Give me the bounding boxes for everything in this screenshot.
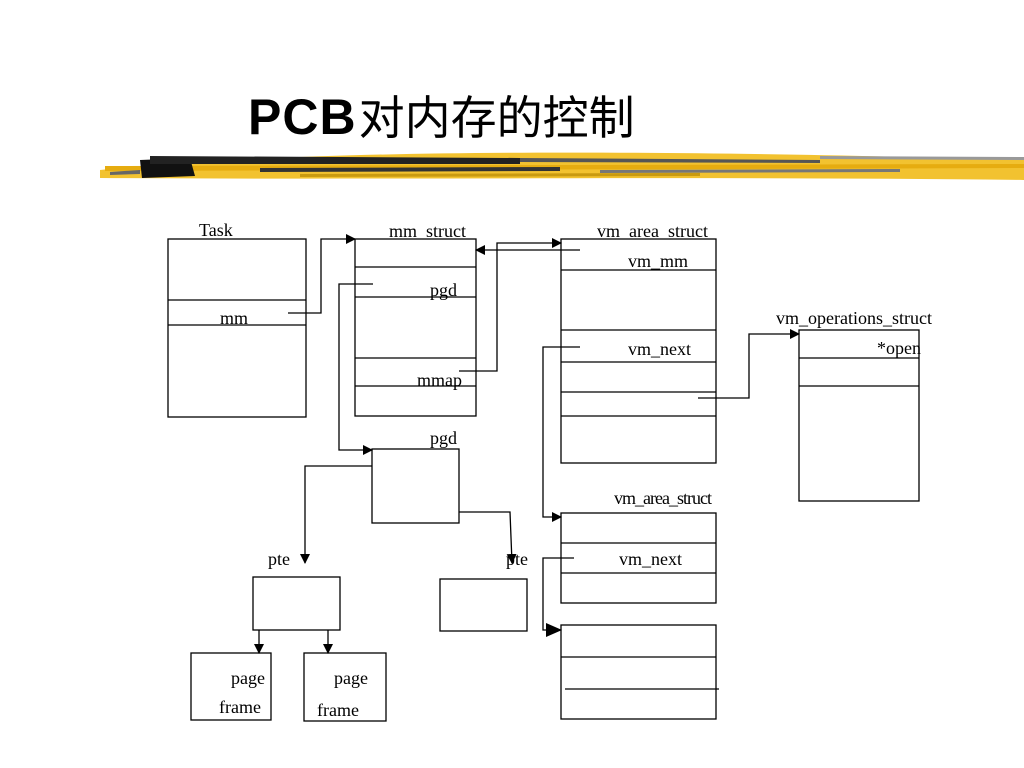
page-frame-2-line1: page <box>334 668 368 688</box>
mm-struct-mmap-field: mmap <box>417 370 462 390</box>
page-frame-box-2 <box>303 652 387 722</box>
pte-label-right: pte <box>506 549 528 569</box>
mm-struct-pgd-to-pgd-arrow <box>338 283 373 455</box>
task-mm-to-mm-struct-arrow <box>288 234 356 314</box>
vm-next-2-to-vm-area-3-arrow <box>542 557 574 637</box>
title-latin: PCB <box>248 89 357 145</box>
vm-area-vm-next-field-1: vm_next <box>628 339 691 359</box>
pgd-box <box>371 448 460 524</box>
page-frame-2-line2: frame <box>317 700 359 720</box>
vm-area-struct-box-2 <box>560 512 717 604</box>
pgd-to-pte-left-arrow <box>300 465 372 564</box>
pte-label-left: pte <box>268 549 290 569</box>
task-mm-field: mm <box>220 308 248 328</box>
vm-area-to-vm-operations-arrow <box>698 329 800 399</box>
page-frame-1-line2: frame <box>219 697 261 717</box>
task-box <box>167 238 307 418</box>
pte-table-right <box>439 578 528 632</box>
vm-ops-open-field: *open <box>877 338 921 358</box>
pgd-to-pte-right-arrow <box>459 511 517 564</box>
title-cjk: 对内存的控制 <box>358 91 635 145</box>
mm-struct-pgd-field: pgd <box>430 280 457 300</box>
mm-struct-mmap-to-vm-area-arrow <box>459 238 562 372</box>
pte-table-left <box>252 576 341 631</box>
vm-area-vm-mm-field: vm_mm <box>628 251 688 271</box>
vm-area-struct-label-1: vm_area_struct <box>597 221 708 241</box>
page-frame-1-line1: page <box>231 668 265 688</box>
vm-area-vm-next-field-2: vm_next <box>619 549 682 569</box>
mm-struct-label: mm_struct <box>389 221 466 241</box>
vm-next-to-vm-area-2-arrow <box>542 346 580 522</box>
page-frame-box-1 <box>190 652 272 721</box>
task-label: Task <box>199 220 233 240</box>
vm-area-struct-box-1 <box>560 238 717 464</box>
vm-operations-struct-label: vm_operations_struct <box>776 308 932 328</box>
slide-title: PCB对内存的控制 <box>248 82 635 145</box>
brush-stroke-divider <box>100 152 1024 180</box>
pgd-label: pgd <box>430 428 457 448</box>
vm-area-struct-label-2: vm_area_struct <box>614 488 712 508</box>
vm-area-struct-box-3 <box>560 624 717 720</box>
